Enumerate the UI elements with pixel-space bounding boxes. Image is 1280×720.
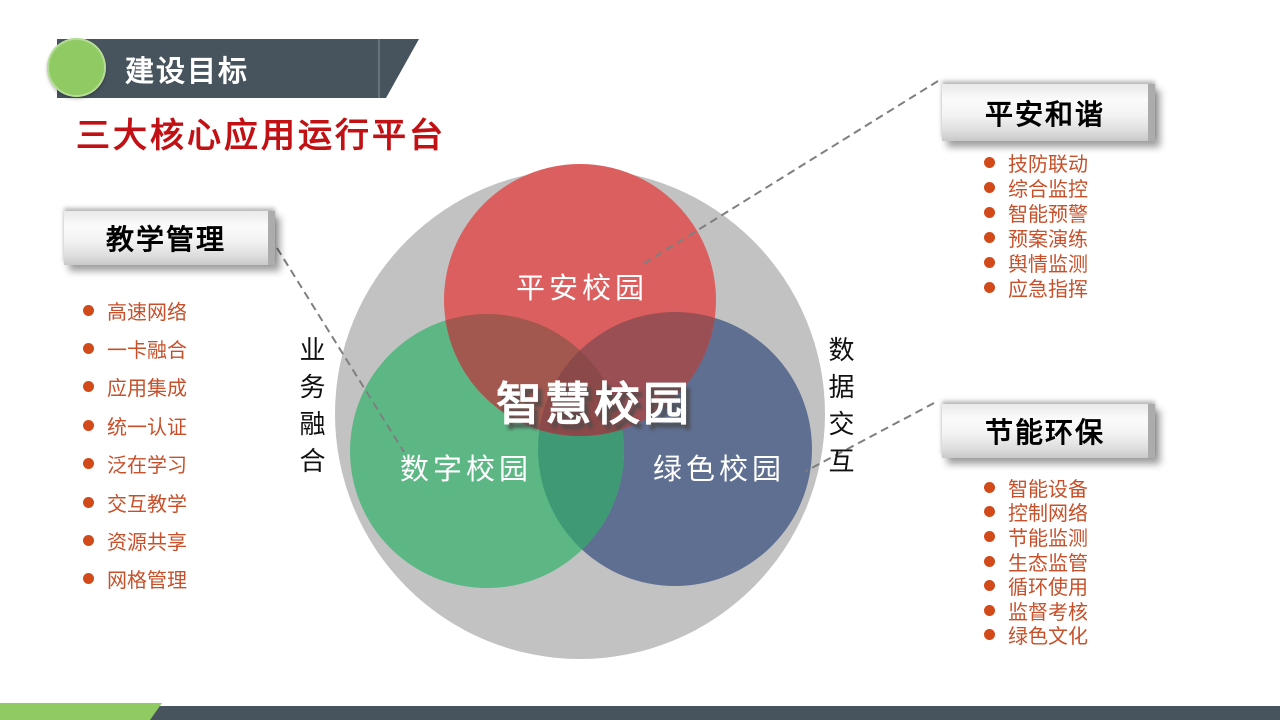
list-item: 节能监测 [984, 524, 1088, 550]
connector-line-teaching [276, 247, 405, 453]
bullet-icon [984, 182, 995, 193]
list-item-label: 监督考核 [1008, 601, 1088, 624]
list-item-label: 一卡融合 [107, 340, 187, 363]
bullet-icon [984, 506, 995, 518]
bullet-icon [984, 604, 995, 616]
panel-title-eco: 节能环保 [942, 404, 1155, 458]
list-item: 循环使用 [984, 573, 1088, 600]
section-title: 建设目标 [125, 55, 250, 88]
list-item: 智能设备 [984, 475, 1088, 501]
list-item-label: 资源共享 [107, 532, 187, 555]
list-item-label: 控制网络 [1008, 503, 1088, 526]
bullet-icon [984, 555, 995, 567]
section-banner: 建设目标 [57, 39, 419, 98]
list-item-label: 泛在学习 [107, 455, 187, 478]
list-item: 统一认证 [83, 406, 187, 444]
list-item: 控制网络 [984, 500, 1088, 525]
list-item: 泛在学习 [83, 445, 187, 483]
list-item-label: 网格管理 [107, 570, 187, 593]
list-item-label: 智能设备 [1008, 478, 1088, 501]
list-item: 技防联动 [984, 150, 1088, 176]
list-item-label: 应急指挥 [1008, 279, 1088, 301]
bullet-icon [83, 535, 94, 547]
bullet-icon [984, 580, 995, 592]
venn-label-digital-campus: 数字校园 [399, 454, 533, 486]
venn-center-label: 智慧校园 [496, 379, 692, 430]
header-accent-circle [47, 38, 106, 97]
list-item-label: 应用集成 [107, 378, 187, 401]
bullet-icon [984, 282, 995, 293]
teaching-list: 高速网络一卡融合应用集成统一认证泛在学习交互教学资源共享网格管理 [83, 291, 187, 598]
list-item-label: 高速网络 [107, 301, 187, 324]
venn-label-safe-campus: 平安校园 [515, 273, 649, 305]
bullet-icon [984, 257, 995, 268]
bullet-icon [984, 629, 995, 641]
bullet-icon [83, 496, 94, 508]
list-item: 应急指挥 [984, 275, 1088, 301]
list-item-label: 预案演练 [1008, 229, 1088, 251]
list-item-label: 统一认证 [107, 416, 187, 439]
panel-title-safety: 平安和谐 [942, 84, 1155, 141]
bullet-icon [984, 232, 995, 243]
list-item: 高速网络 [83, 291, 187, 329]
list-item: 交互教学 [83, 483, 187, 521]
list-item-label: 舆情监测 [1008, 254, 1088, 276]
side-label-business-fusion: 业务融合 [296, 336, 325, 484]
connector-line-eco [805, 402, 935, 472]
footer-bar-green [0, 703, 162, 720]
bullet-icon [83, 573, 94, 585]
list-item: 舆情监测 [984, 250, 1088, 276]
list-item-label: 智能预警 [1008, 204, 1088, 226]
eco-list: 智能设备控制网络节能监测生态监管循环使用监督考核绿色文化 [984, 475, 1088, 648]
list-item: 一卡融合 [83, 329, 187, 367]
bullet-icon [83, 381, 94, 393]
bullet-icon [83, 458, 94, 470]
red-blue-overlap [538, 312, 716, 436]
list-item: 预案演练 [984, 225, 1088, 251]
list-item-label: 生态监管 [1008, 552, 1088, 575]
list-item: 资源共享 [83, 521, 187, 559]
list-item-label: 技防联动 [1008, 154, 1088, 176]
list-item: 监督考核 [984, 598, 1088, 624]
panel-title-teaching: 教学管理 [64, 211, 275, 265]
list-item: 应用集成 [83, 368, 187, 406]
safety-list: 技防联动综合监控智能预警预案演练舆情监测应急指挥 [984, 150, 1088, 301]
bullet-icon [984, 207, 995, 218]
list-item-label: 节能监测 [1008, 527, 1088, 550]
list-item-label: 循环使用 [1008, 577, 1088, 600]
list-item: 网格管理 [83, 560, 187, 598]
list-item: 综合监控 [984, 175, 1088, 201]
bullet-icon [984, 530, 995, 542]
list-item-label: 绿色文化 [1008, 626, 1088, 649]
footer-bar-dark [0, 706, 1280, 720]
list-item: 绿色文化 [984, 623, 1088, 648]
list-item: 生态监管 [984, 549, 1088, 575]
list-item-label: 交互教学 [107, 493, 187, 516]
red-green-overlap [444, 314, 624, 436]
side-label-data-exchange: 数据交互 [825, 336, 854, 484]
bullet-icon [984, 481, 995, 493]
bullet-icon [83, 343, 94, 355]
venn-label-green-campus: 绿色校园 [652, 454, 786, 486]
list-item-label: 综合监控 [1008, 179, 1088, 201]
page-title: 三大核心应用运行平台 [76, 118, 446, 155]
connector-line-safety [639, 80, 939, 267]
bullet-icon [984, 157, 995, 168]
bullet-icon [83, 304, 94, 316]
bullet-icon [83, 419, 94, 431]
list-item: 智能预警 [984, 200, 1088, 226]
